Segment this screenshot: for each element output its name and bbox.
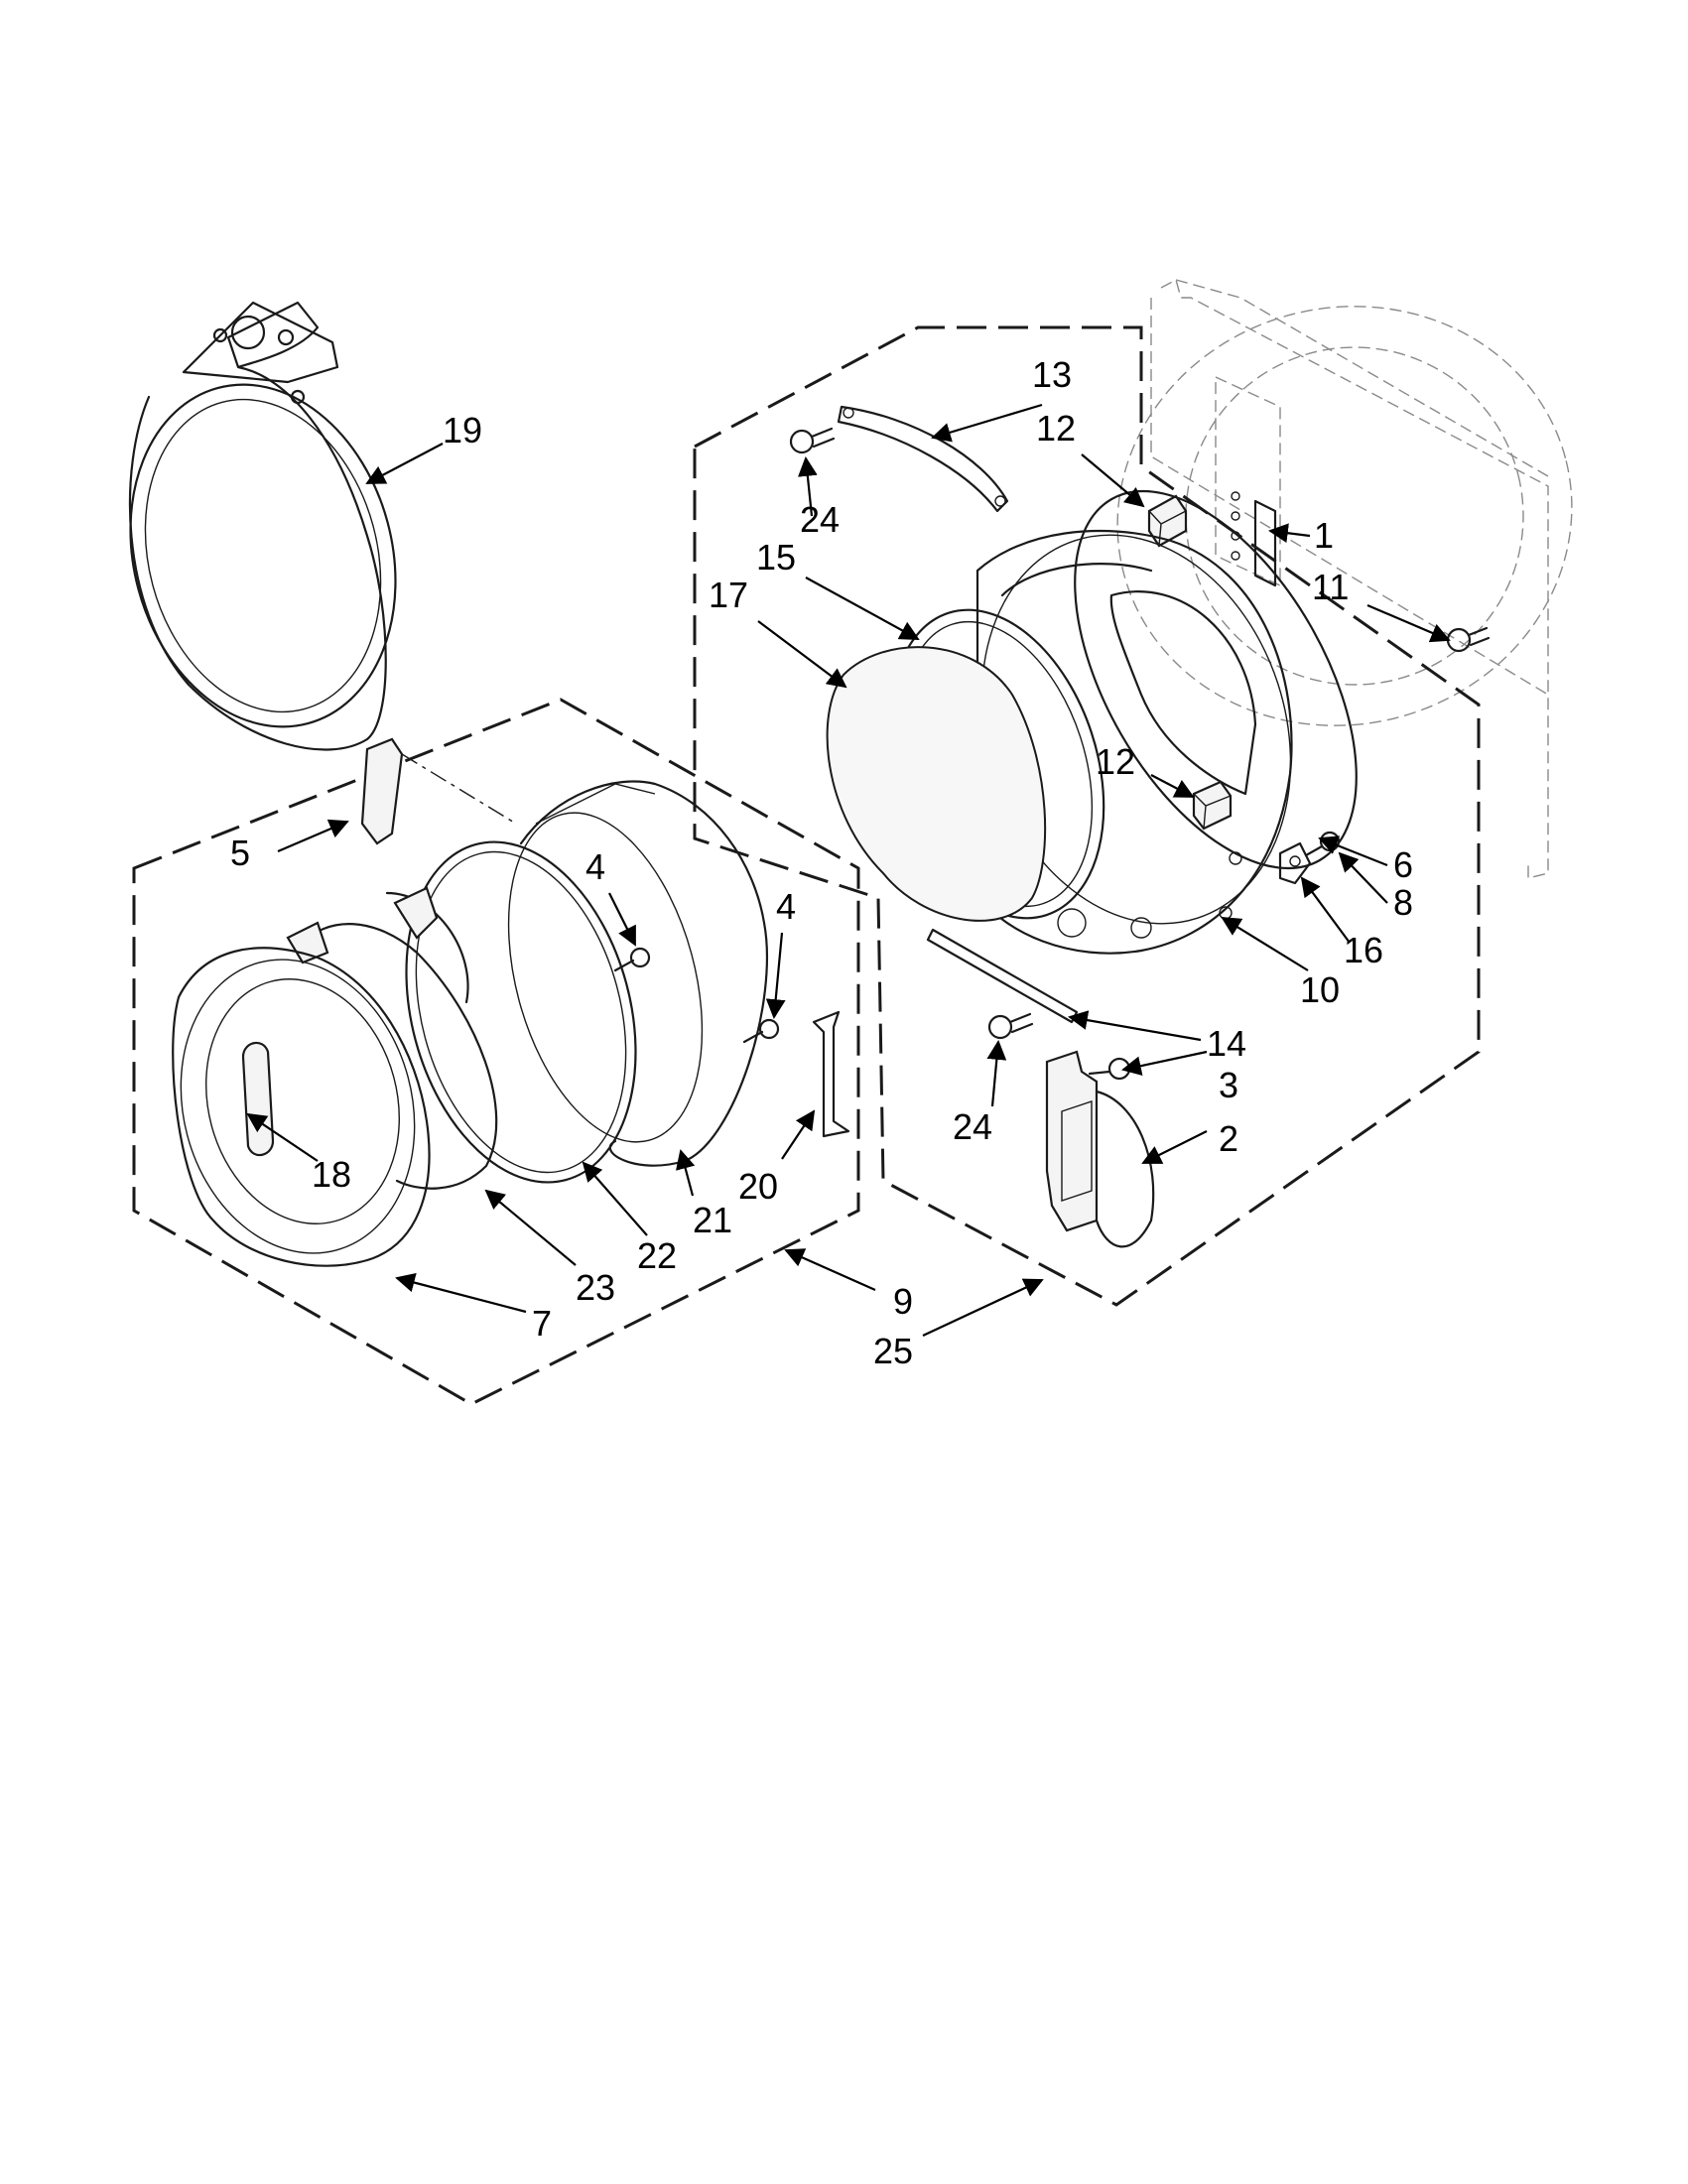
part-16-plate: [1278, 841, 1312, 885]
callout-23: 23: [576, 1267, 615, 1308]
part-20-clip: [812, 1010, 850, 1138]
part-19-drum-support: [128, 301, 397, 751]
callout-13: 13: [1032, 354, 1072, 395]
callout-7: 7: [532, 1303, 552, 1344]
callout-17: 17: [709, 575, 748, 615]
callout-22: 22: [637, 1235, 677, 1276]
part-6-seal: [1074, 489, 1358, 870]
part-12-block-mid: [1192, 780, 1233, 831]
part-14-rod: [926, 928, 1079, 1024]
callout-2: 2: [1219, 1118, 1238, 1159]
part-5-guide-line: [401, 753, 517, 825]
callout-14: 14: [1207, 1023, 1246, 1064]
part-1-bracket: [1231, 491, 1277, 587]
part-4-screw-b: [742, 1018, 780, 1044]
part-7-outer-door: [172, 947, 431, 1267]
part-22-ring: [405, 840, 637, 1184]
callout-21: 21: [693, 1200, 732, 1240]
part-21-inner-door: [507, 780, 768, 1167]
part-23-frame: [286, 886, 498, 1190]
callout-24-top: 24: [800, 499, 840, 540]
leader-arrows: [246, 403, 1451, 1337]
part-2-latch: [1045, 1050, 1155, 1248]
callout-10: 10: [1300, 969, 1340, 1010]
part-5-handle-bracket: [360, 737, 404, 845]
callout-25: 25: [873, 1331, 913, 1371]
part-13-strap: [837, 405, 1009, 513]
callout-8: 8: [1393, 882, 1413, 923]
part-24-screw-lower: [987, 1012, 1034, 1040]
callout-16: 16: [1344, 930, 1383, 970]
callout-19: 19: [443, 410, 482, 450]
callout-12-top: 12: [1036, 408, 1076, 449]
part-12-block-top: [1147, 494, 1188, 548]
part-24-screw-top: [789, 427, 836, 454]
part-17-glass: [826, 646, 1047, 922]
callout-11: 11: [1312, 567, 1349, 607]
callout-3: 3: [1219, 1065, 1238, 1105]
part-4-screw-a: [613, 947, 651, 972]
callout-6: 6: [1393, 844, 1413, 885]
callout-9: 9: [893, 1281, 913, 1322]
callout-12-mid: 12: [1096, 741, 1135, 782]
callout-24-lower: 24: [953, 1106, 992, 1147]
callout-labels: 19 13 12 1 11 24 15 17 12 6 8 16 10 14 3…: [230, 354, 1413, 1371]
callout-20: 20: [738, 1166, 778, 1207]
callout-18: 18: [312, 1154, 351, 1195]
callout-5: 5: [230, 833, 250, 873]
part-11-screw: [1446, 626, 1491, 653]
callout-1: 1: [1314, 515, 1334, 556]
callout-15: 15: [756, 537, 796, 578]
assembly-9-boundary: [132, 698, 860, 1406]
callout-4b: 4: [776, 886, 796, 927]
assembly-25-boundary: [693, 325, 1481, 1307]
part-18-window-insert: [241, 1041, 275, 1157]
cabinet-ghost: [1116, 278, 1573, 879]
callout-4a: 4: [585, 846, 605, 887]
